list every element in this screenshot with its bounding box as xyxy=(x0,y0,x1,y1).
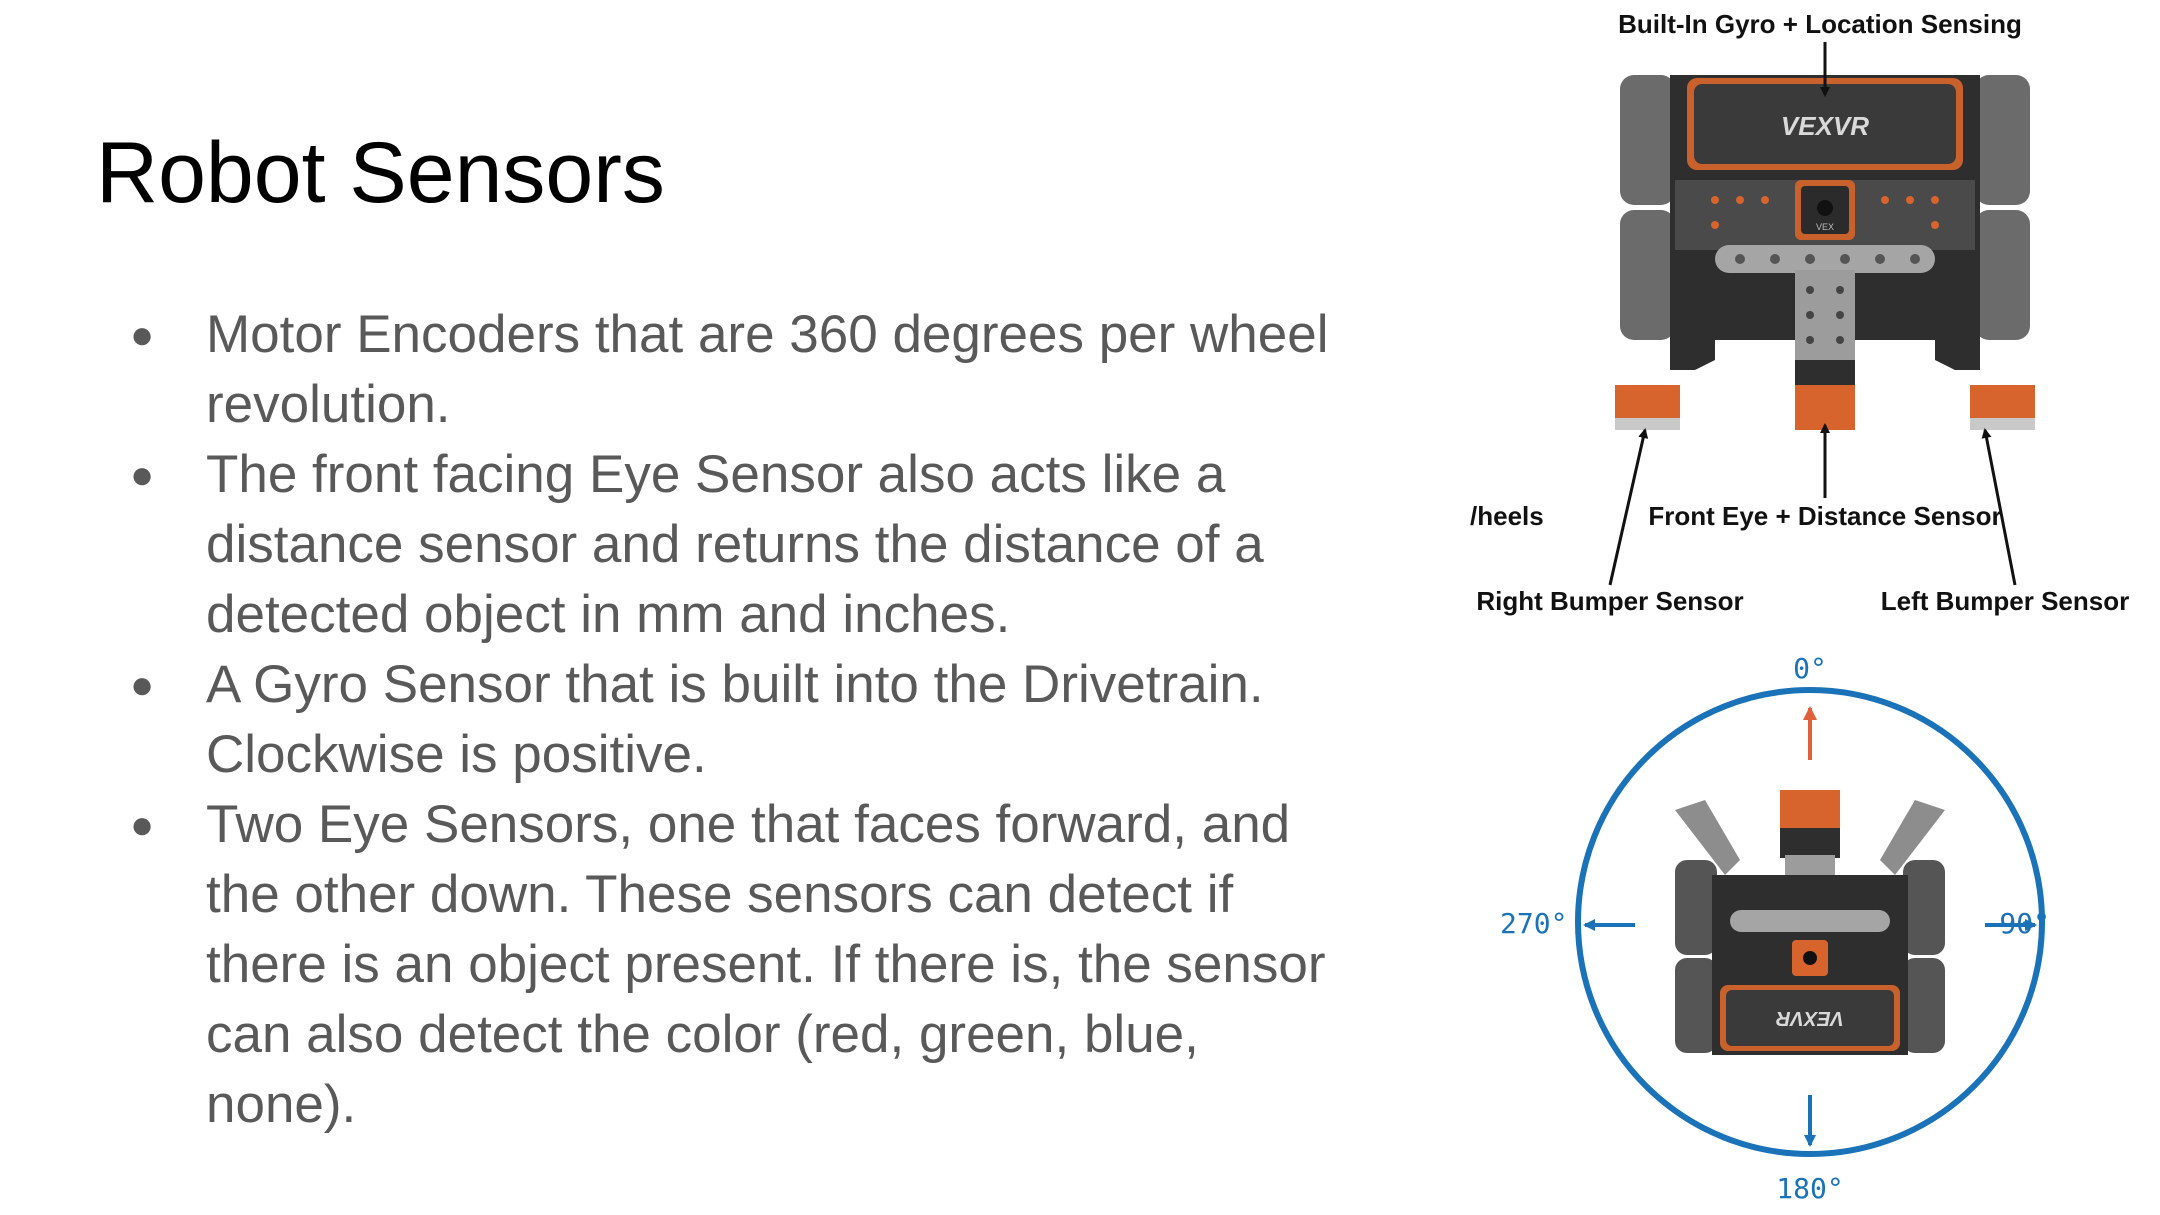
bullet-line: the other down. These sensors can detect… xyxy=(206,865,1234,924)
heading-270-label: 270° xyxy=(1500,907,1567,940)
left-bumper-label: Left Bumper Sensor xyxy=(1881,586,2130,616)
bullet-item: ● Motor Encoders that are 360 degrees pe… xyxy=(126,300,1376,440)
gyro-label: Built-In Gyro + Location Sensing xyxy=(1618,9,2022,39)
bullet-dot-icon: ● xyxy=(130,453,155,497)
bullet-line: can also detect the color (red, green, b… xyxy=(206,1005,1199,1064)
front-eye-label: Front Eye + Distance Sensor xyxy=(1648,501,2001,531)
bullet-item: ● Two Eye Sensors, one that faces forwar… xyxy=(126,790,1376,1140)
right-bumper-sensor xyxy=(1615,385,1680,420)
bullet-line: distance sensor and returns the distance… xyxy=(206,515,1264,574)
bullet-dot-icon: ● xyxy=(130,313,155,357)
chassis-holes xyxy=(1711,196,1939,229)
left-bumper-sensor xyxy=(1970,385,2035,420)
bullet-line: Clockwise is positive. xyxy=(206,725,707,784)
bullet-line: Two Eye Sensors, one that faces forward,… xyxy=(206,795,1291,854)
bullet-item: ● The front facing Eye Sensor also acts … xyxy=(126,440,1376,650)
bullet-line: The front facing Eye Sensor also acts li… xyxy=(206,445,1226,504)
heading-0-label: 0° xyxy=(1793,652,1827,685)
gyro-sensor-icon xyxy=(1817,200,1833,216)
bullet-item: ● A Gyro Sensor that is built into the D… xyxy=(126,650,1376,790)
slide-title: Robot Sensors xyxy=(96,125,665,221)
bullet-list: ● Motor Encoders that are 360 degrees pe… xyxy=(126,300,1376,1140)
compass-circle xyxy=(1575,687,2045,1157)
right-bumper-label: Right Bumper Sensor xyxy=(1476,586,1743,616)
brand-logo: VEXVR xyxy=(1776,1007,1844,1029)
heading-180-label: 180° xyxy=(1776,1172,1843,1205)
bullet-line: A Gyro Sensor that is built into the Dri… xyxy=(206,655,1264,714)
bullet-line: there is an object present. If there is,… xyxy=(206,935,1326,994)
heading-compass-diagram: 0° 90° 180° 270° VEXVR xyxy=(1500,652,2050,1205)
bullet-line: detected object in mm and inches. xyxy=(206,585,1011,644)
bullet-dot-icon: ● xyxy=(130,803,155,847)
brand-logo: VEXVR xyxy=(1781,111,1869,141)
robot-sensor-diagram: VEXVR VEX Built-In Gyro + Location Sensi… xyxy=(1470,0,2160,630)
bullet-line: Motor Encoders that are 360 degrees per … xyxy=(206,305,1329,364)
wheels-label: /heels xyxy=(1470,501,1544,531)
bullet-line: revolution. xyxy=(206,375,451,434)
wheel-icon xyxy=(1620,75,2030,340)
robot-small-icon: VEXVR xyxy=(1675,790,1945,1055)
bullet-line: none). xyxy=(206,1075,357,1134)
front-eye-sensor xyxy=(1795,385,1855,430)
brand-small: VEX xyxy=(1816,222,1834,232)
bullet-dot-icon: ● xyxy=(130,663,155,707)
